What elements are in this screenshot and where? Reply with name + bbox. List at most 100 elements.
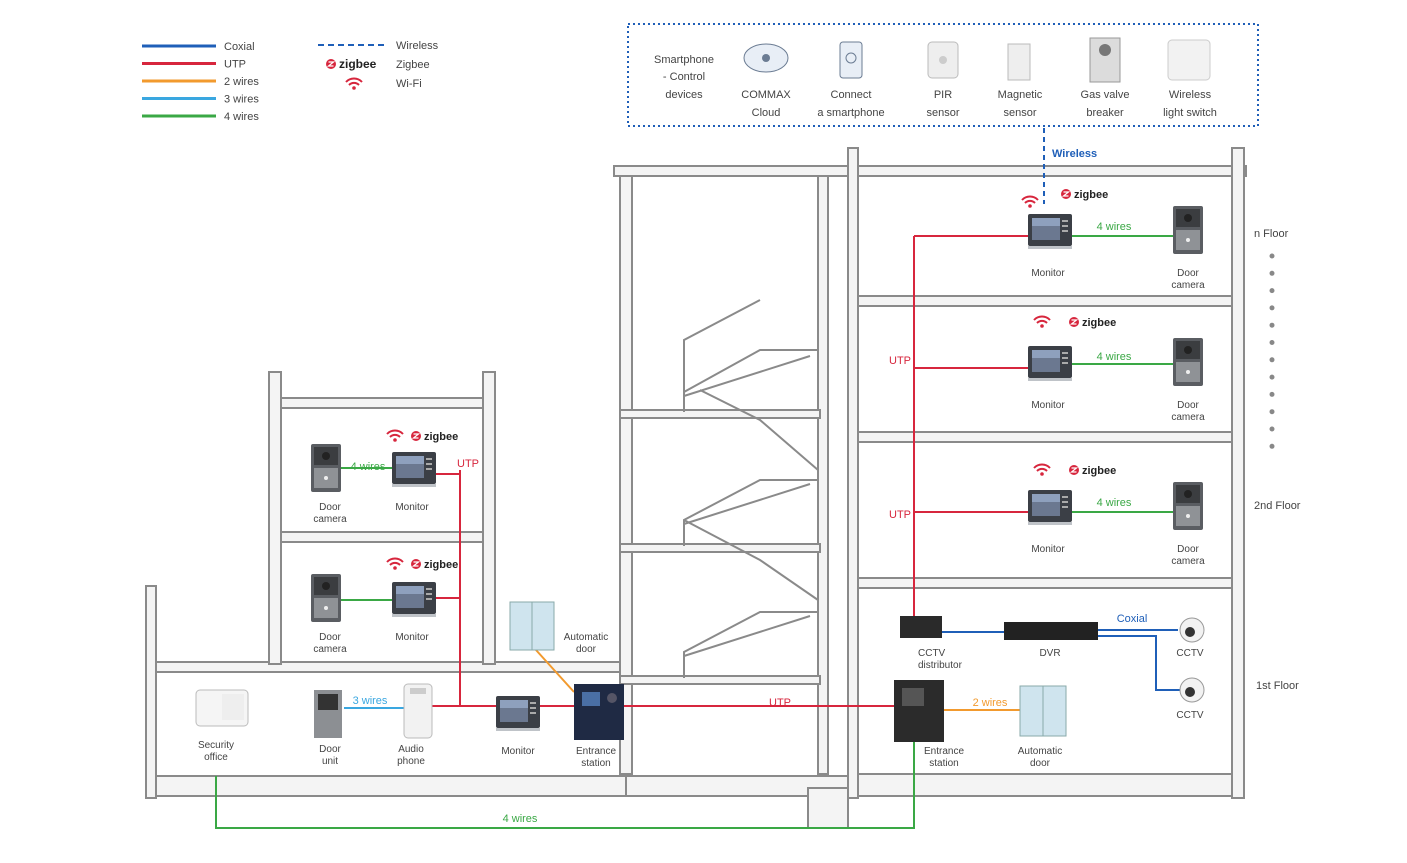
monitor-label: Monitor — [395, 502, 429, 513]
dvr: DVR — [1004, 622, 1098, 659]
magnetic-sensor-icon — [1007, 43, 1031, 81]
wifi-icon — [386, 429, 404, 443]
legend-label: UTP — [224, 59, 246, 71]
cloud-item-label: sensor — [1003, 107, 1036, 119]
wire-label: 4 wires — [351, 461, 386, 473]
door-camera-label: Door — [319, 502, 341, 513]
cloud-item-label: sensor — [926, 107, 959, 119]
cloud-item-label: a smartphone — [817, 107, 884, 119]
wire-label: Coxial — [1117, 613, 1148, 625]
cctv-camera-1: CCTV — [1176, 617, 1205, 659]
svg-text:CCTV: CCTV — [1176, 648, 1204, 659]
cloud-devices-box: Smartphone - Control devices COMMAXCloud… — [627, 23, 1259, 160]
svg-text:Entrance: Entrance — [924, 746, 964, 757]
floor-dot — [1269, 426, 1275, 432]
monitor-label: Monitor — [1031, 544, 1065, 555]
wire-label: 2 wires — [973, 697, 1008, 709]
door-camera-label: camera — [1171, 280, 1205, 291]
door-camera-label: camera — [313, 644, 347, 655]
monitor-label: Monitor — [395, 632, 429, 643]
cloud-item-label: Cloud — [752, 107, 781, 119]
legend-label: 3 wires — [224, 94, 259, 106]
svg-text:Entrance: Entrance — [576, 746, 616, 757]
zigbee-logo: zigbee — [1082, 465, 1116, 477]
door-camera-icon — [311, 574, 341, 622]
door-camera-label: camera — [313, 514, 347, 525]
floor-1-label: 1st Floor — [1256, 680, 1299, 692]
automatic-door-right: Automatic door — [1018, 685, 1067, 769]
door-unit: Door unit — [314, 690, 342, 767]
door-camera-icon — [311, 444, 341, 492]
building-structure — [145, 147, 1247, 829]
smartphone-label-1: Smartphone — [654, 54, 714, 66]
monitor-icon — [392, 582, 436, 617]
door-camera-label: camera — [1171, 412, 1205, 423]
legend-wifi: Wi-Fi — [396, 78, 422, 90]
wire-label: UTP — [889, 355, 911, 367]
floor-dot — [1269, 340, 1275, 345]
door-camera-label: Door — [319, 632, 341, 643]
cloud-item-label: Wireless — [1169, 89, 1212, 101]
wire-label: UTP — [457, 458, 479, 470]
floor-dot — [1269, 443, 1275, 449]
floor-dot — [1269, 357, 1275, 363]
svg-text:Automatic: Automatic — [564, 632, 608, 643]
svg-text:Audio: Audio — [398, 744, 424, 755]
svg-text:door: door — [1030, 758, 1051, 769]
svg-text:CCTV: CCTV — [1176, 710, 1204, 721]
smartphone-icon — [839, 41, 863, 79]
svg-text:phone: phone — [397, 756, 425, 767]
monitor-icon — [1028, 490, 1072, 525]
cloud-item-label: Connect — [831, 89, 872, 101]
zigbee-icon — [325, 58, 337, 70]
cloud-item-label: Gas valve — [1081, 89, 1130, 101]
floor-dot — [1269, 270, 1275, 276]
zigbee-logo: zigbee — [424, 559, 458, 571]
monitor-icon — [392, 452, 436, 487]
floor-dot — [1269, 305, 1275, 311]
wire-label: 3 wires — [353, 695, 388, 707]
door-camera-label: Door — [1177, 400, 1199, 411]
cloud-item-label: Magnetic — [998, 89, 1043, 101]
svg-text:Security: Security — [198, 740, 234, 751]
wire-label: 4 wires — [1097, 497, 1132, 509]
zigbee-icon — [1060, 188, 1072, 200]
zigbee-logo: zigbee — [1074, 189, 1108, 201]
entrance-station-left: Entrance station — [574, 684, 624, 769]
pir-sensor-icon — [927, 41, 959, 79]
cctv-distributor: CCTV distributor — [900, 616, 963, 671]
wifi-icon — [386, 557, 404, 571]
door-camera-label: Door — [1177, 268, 1199, 279]
monitor-icon — [1028, 346, 1072, 381]
cloud-item-label: PIR — [934, 89, 952, 101]
legend-label: Coxial — [224, 41, 255, 53]
zigbee-icon — [410, 430, 422, 442]
ground-monitor: Monitor — [496, 696, 540, 757]
wire-label: 4 wires — [1097, 351, 1132, 363]
cloud-item-label: breaker — [1086, 107, 1124, 119]
light-switch-icon — [1167, 39, 1211, 81]
monitor-icon — [1028, 214, 1072, 249]
cloud-item-label: COMMAX — [741, 89, 791, 101]
monitor-label: Monitor — [1031, 268, 1065, 279]
wire-label: UTP — [769, 697, 791, 709]
floor-dot — [1269, 391, 1275, 397]
zigbee-logo: zigbee — [1082, 317, 1116, 329]
wifi-icon — [1021, 195, 1039, 209]
smartphone-label-3: devices — [665, 89, 703, 101]
svg-text:Automatic: Automatic — [1018, 746, 1062, 757]
wireless-label: Wireless — [1052, 148, 1097, 160]
svg-text:Door: Door — [319, 744, 341, 755]
legend-label: 4 wires — [224, 111, 259, 123]
legend-wireless: Wireless — [396, 40, 439, 52]
zigbee-logo: zigbee — [424, 431, 458, 443]
cctv-camera-2: CCTV — [1176, 677, 1205, 721]
door-camera-label: Door — [1177, 544, 1199, 555]
